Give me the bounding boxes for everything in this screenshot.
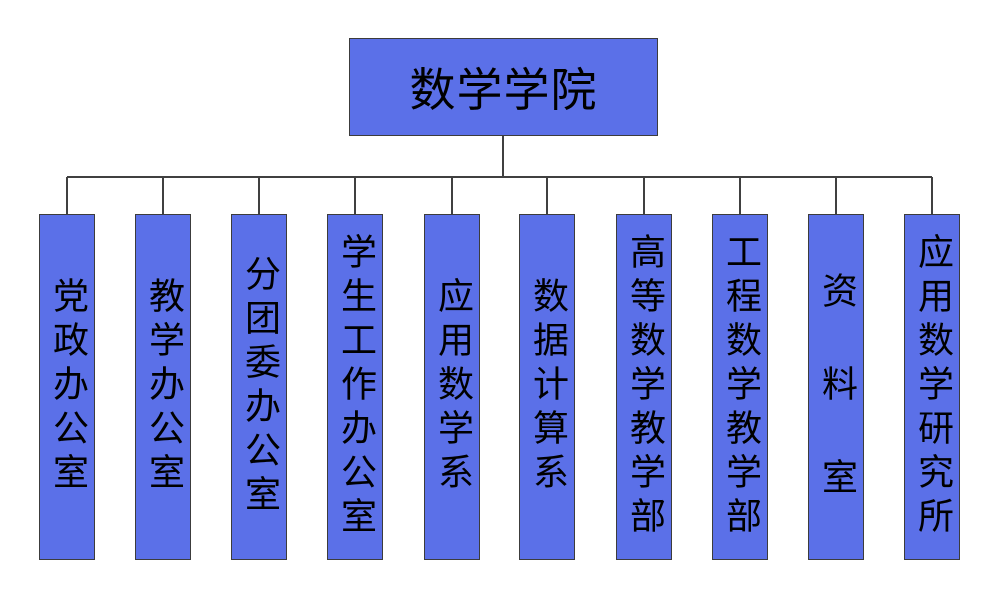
unit-label: 数据计算系	[527, 277, 568, 497]
unit-label: 分团委办公室	[239, 255, 280, 519]
unit-reference-room: 资 料 室	[808, 214, 864, 560]
unit-label: 高等数学教学部	[624, 233, 665, 541]
unit-applied-math-institute: 应用数学研究所	[904, 214, 960, 560]
root-label: 数学学院	[409, 63, 598, 117]
unit-label: 学生工作办公室	[335, 233, 376, 541]
unit-label: 应用数学研究所	[912, 233, 953, 541]
unit-label: 工程数学教学部	[720, 233, 761, 541]
unit-higher-math-teaching: 高等数学教学部	[616, 214, 672, 560]
root-node: 数学学院	[349, 38, 658, 136]
unit-teaching-office: 教学办公室	[135, 214, 191, 560]
unit-student-affairs-office: 学生工作办公室	[327, 214, 383, 560]
unit-label: 党政办公室	[47, 277, 88, 497]
unit-engineering-math-teaching: 工程数学教学部	[712, 214, 768, 560]
unit-label: 应用数学系	[432, 277, 473, 497]
unit-label: 教学办公室	[143, 277, 184, 497]
unit-youth-league-office: 分团委办公室	[231, 214, 287, 560]
unit-applied-math-dept: 应用数学系	[424, 214, 480, 560]
unit-data-computing-dept: 数据计算系	[519, 214, 575, 560]
unit-party-admin-office: 党政办公室	[39, 214, 95, 560]
unit-label: 资 料 室	[816, 272, 857, 502]
